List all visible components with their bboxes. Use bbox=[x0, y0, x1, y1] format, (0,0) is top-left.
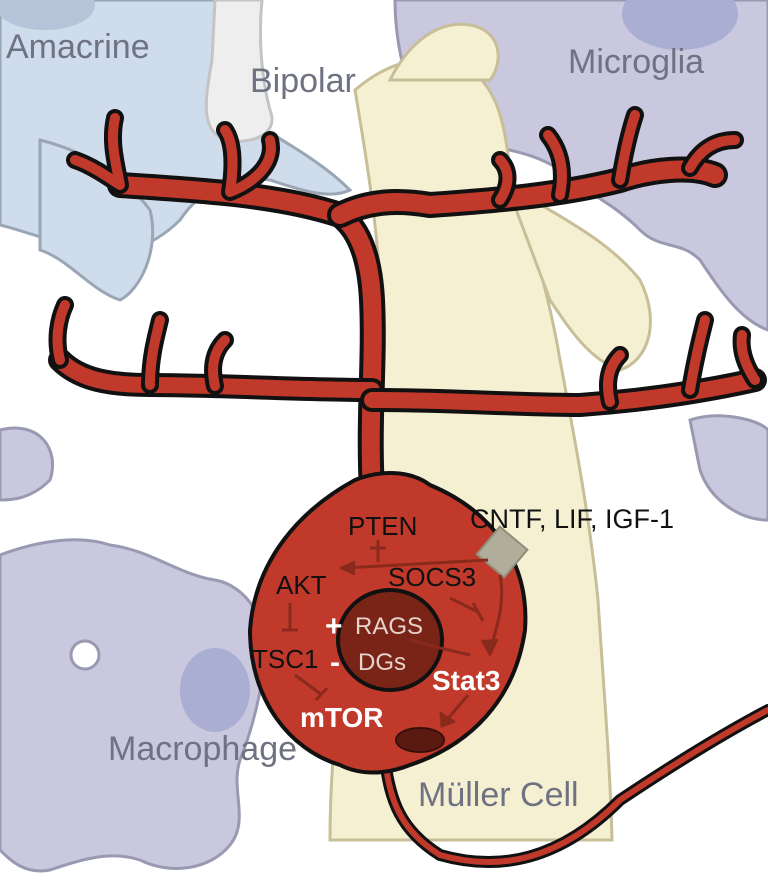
label-akt: AKT bbox=[276, 570, 327, 600]
label-growth-factors: CNTF, LIF, IGF-1 bbox=[470, 504, 674, 534]
signaling-arrows bbox=[282, 540, 504, 729]
amacrine-cell bbox=[0, 0, 353, 302]
label-tsc1: TSC1 bbox=[252, 644, 318, 674]
label-minus: - bbox=[330, 646, 340, 679]
inhibit-tsc1-mtor bbox=[294, 673, 329, 702]
inhibit-socs3-stat3 bbox=[449, 596, 485, 622]
arrowhead-akt bbox=[338, 560, 356, 576]
label-microglia: Microglia bbox=[568, 43, 704, 81]
inhibit-pten-akt bbox=[370, 540, 386, 562]
arrow-nucleus-rags bbox=[409, 638, 441, 650]
nucleus bbox=[336, 588, 444, 692]
label-plus: + bbox=[325, 610, 343, 643]
label-amacrine: Amacrine bbox=[6, 28, 150, 66]
label-socs3: SOCS3 bbox=[388, 562, 476, 592]
label-dgs: DGs bbox=[358, 649, 406, 676]
inhibit-akt-tsc1 bbox=[282, 603, 298, 632]
label-macrophage: Macrophage bbox=[108, 730, 297, 768]
ribosome-organelle bbox=[395, 727, 445, 753]
neuron-dendrites bbox=[48, 106, 767, 503]
arrow-stat3-nucleus bbox=[439, 646, 471, 657]
arrowhead-organelle bbox=[439, 711, 456, 729]
macrophage-cell bbox=[0, 538, 268, 873]
label-stat3: Stat3 bbox=[432, 665, 500, 696]
label-mtor: mTOR bbox=[300, 702, 384, 733]
label-pten: PTEN bbox=[348, 511, 417, 541]
label-rags: RAGS bbox=[355, 613, 423, 640]
receptor bbox=[475, 525, 529, 579]
arrow-factor-to-akt bbox=[344, 558, 489, 570]
neuron-axon bbox=[379, 704, 768, 869]
arrowhead-stat3 bbox=[480, 638, 499, 658]
label-muller-cell: Müller Cell bbox=[418, 776, 579, 814]
label-bipolar: Bipolar bbox=[250, 62, 356, 100]
